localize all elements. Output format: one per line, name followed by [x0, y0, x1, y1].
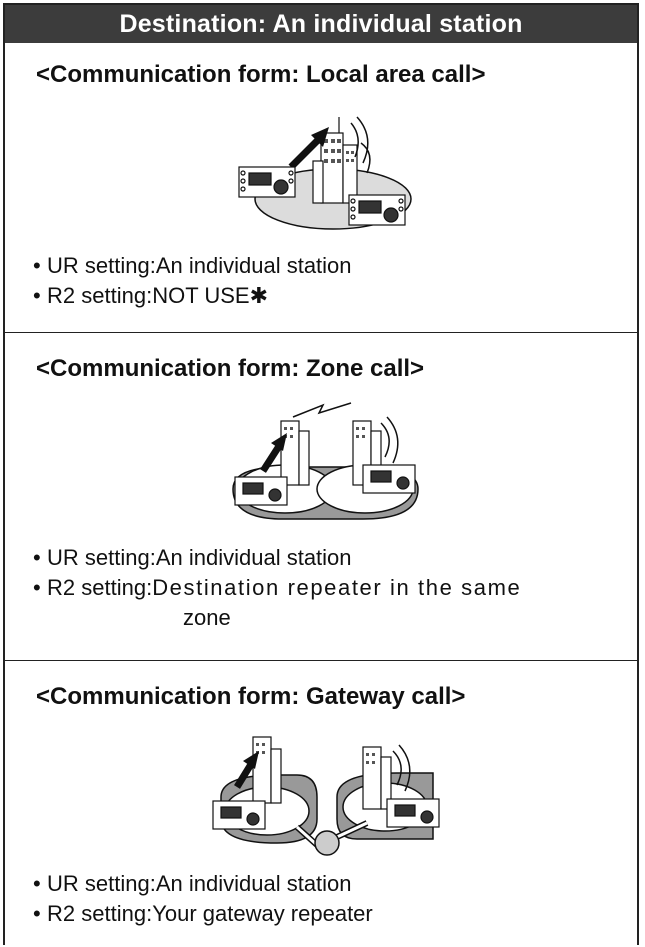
r2-setting-row: • R2 setting : NOT USE✱: [33, 281, 352, 311]
setting-label: R2 setting: [47, 901, 147, 926]
setting-value: An individual station: [155, 253, 352, 278]
section-divider: [5, 660, 637, 661]
r2-setting-continuation: zone: [33, 603, 521, 633]
setting-value-continuation: zone: [183, 605, 231, 630]
setting-separator: :: [149, 253, 156, 278]
setting-value: Destination repeater in the same: [152, 575, 522, 600]
setting-separator: :: [146, 575, 153, 600]
ur-setting-row: • UR setting: An individual station: [33, 251, 352, 281]
bullet-dot: •: [33, 253, 41, 278]
content-frame: Destination: An individual station <Comm…: [3, 3, 639, 945]
setting-value: An individual station: [155, 545, 352, 570]
setting-label: UR setting: [47, 253, 150, 278]
r2-setting-row: • R2 setting : Destination repeater in t…: [33, 573, 521, 603]
setting-separator: :: [146, 283, 153, 308]
setting-label: UR setting: [47, 545, 150, 570]
table-header: Destination: An individual station: [5, 5, 637, 43]
setting-separator: :: [149, 871, 156, 896]
local-area-call-illustration: [238, 116, 412, 230]
setting-separator: :: [149, 545, 156, 570]
setting-value: An individual station: [155, 871, 352, 896]
ur-setting-row: • UR setting: An individual station: [33, 543, 521, 573]
section-title-gateway: <Communication form: Gateway call>: [36, 683, 466, 710]
bullet-dot: •: [33, 901, 41, 926]
setting-label: R2 setting: [47, 283, 147, 308]
section-settings-zone: • UR setting: An individual station • R2…: [33, 543, 521, 633]
bullet-dot: •: [33, 283, 41, 308]
section-title-zone: <Communication form: Zone call>: [36, 355, 425, 382]
bullet-dot: •: [33, 871, 41, 896]
section-settings-gateway: • UR setting: An individual station • R2…: [33, 869, 373, 929]
setting-label: R2 setting: [47, 575, 147, 600]
bullet-dot: •: [33, 545, 41, 570]
bullet-dot: •: [33, 575, 41, 600]
setting-value: Your gateway repeater: [152, 901, 373, 926]
zone-call-illustration: [232, 402, 419, 520]
section-settings-local-area: • UR setting: An individual station • R2…: [33, 251, 352, 311]
setting-value: NOT USE✱: [152, 283, 269, 308]
ur-setting-row: • UR setting: An individual station: [33, 869, 373, 899]
section-divider: [5, 332, 637, 333]
r2-setting-row: • R2 setting : Your gateway repeater: [33, 899, 373, 929]
gateway-call-illustration: [212, 736, 440, 856]
setting-label: UR setting: [47, 871, 150, 896]
section-title-local-area: <Communication form: Local area call>: [36, 61, 486, 88]
setting-separator: :: [146, 901, 153, 926]
